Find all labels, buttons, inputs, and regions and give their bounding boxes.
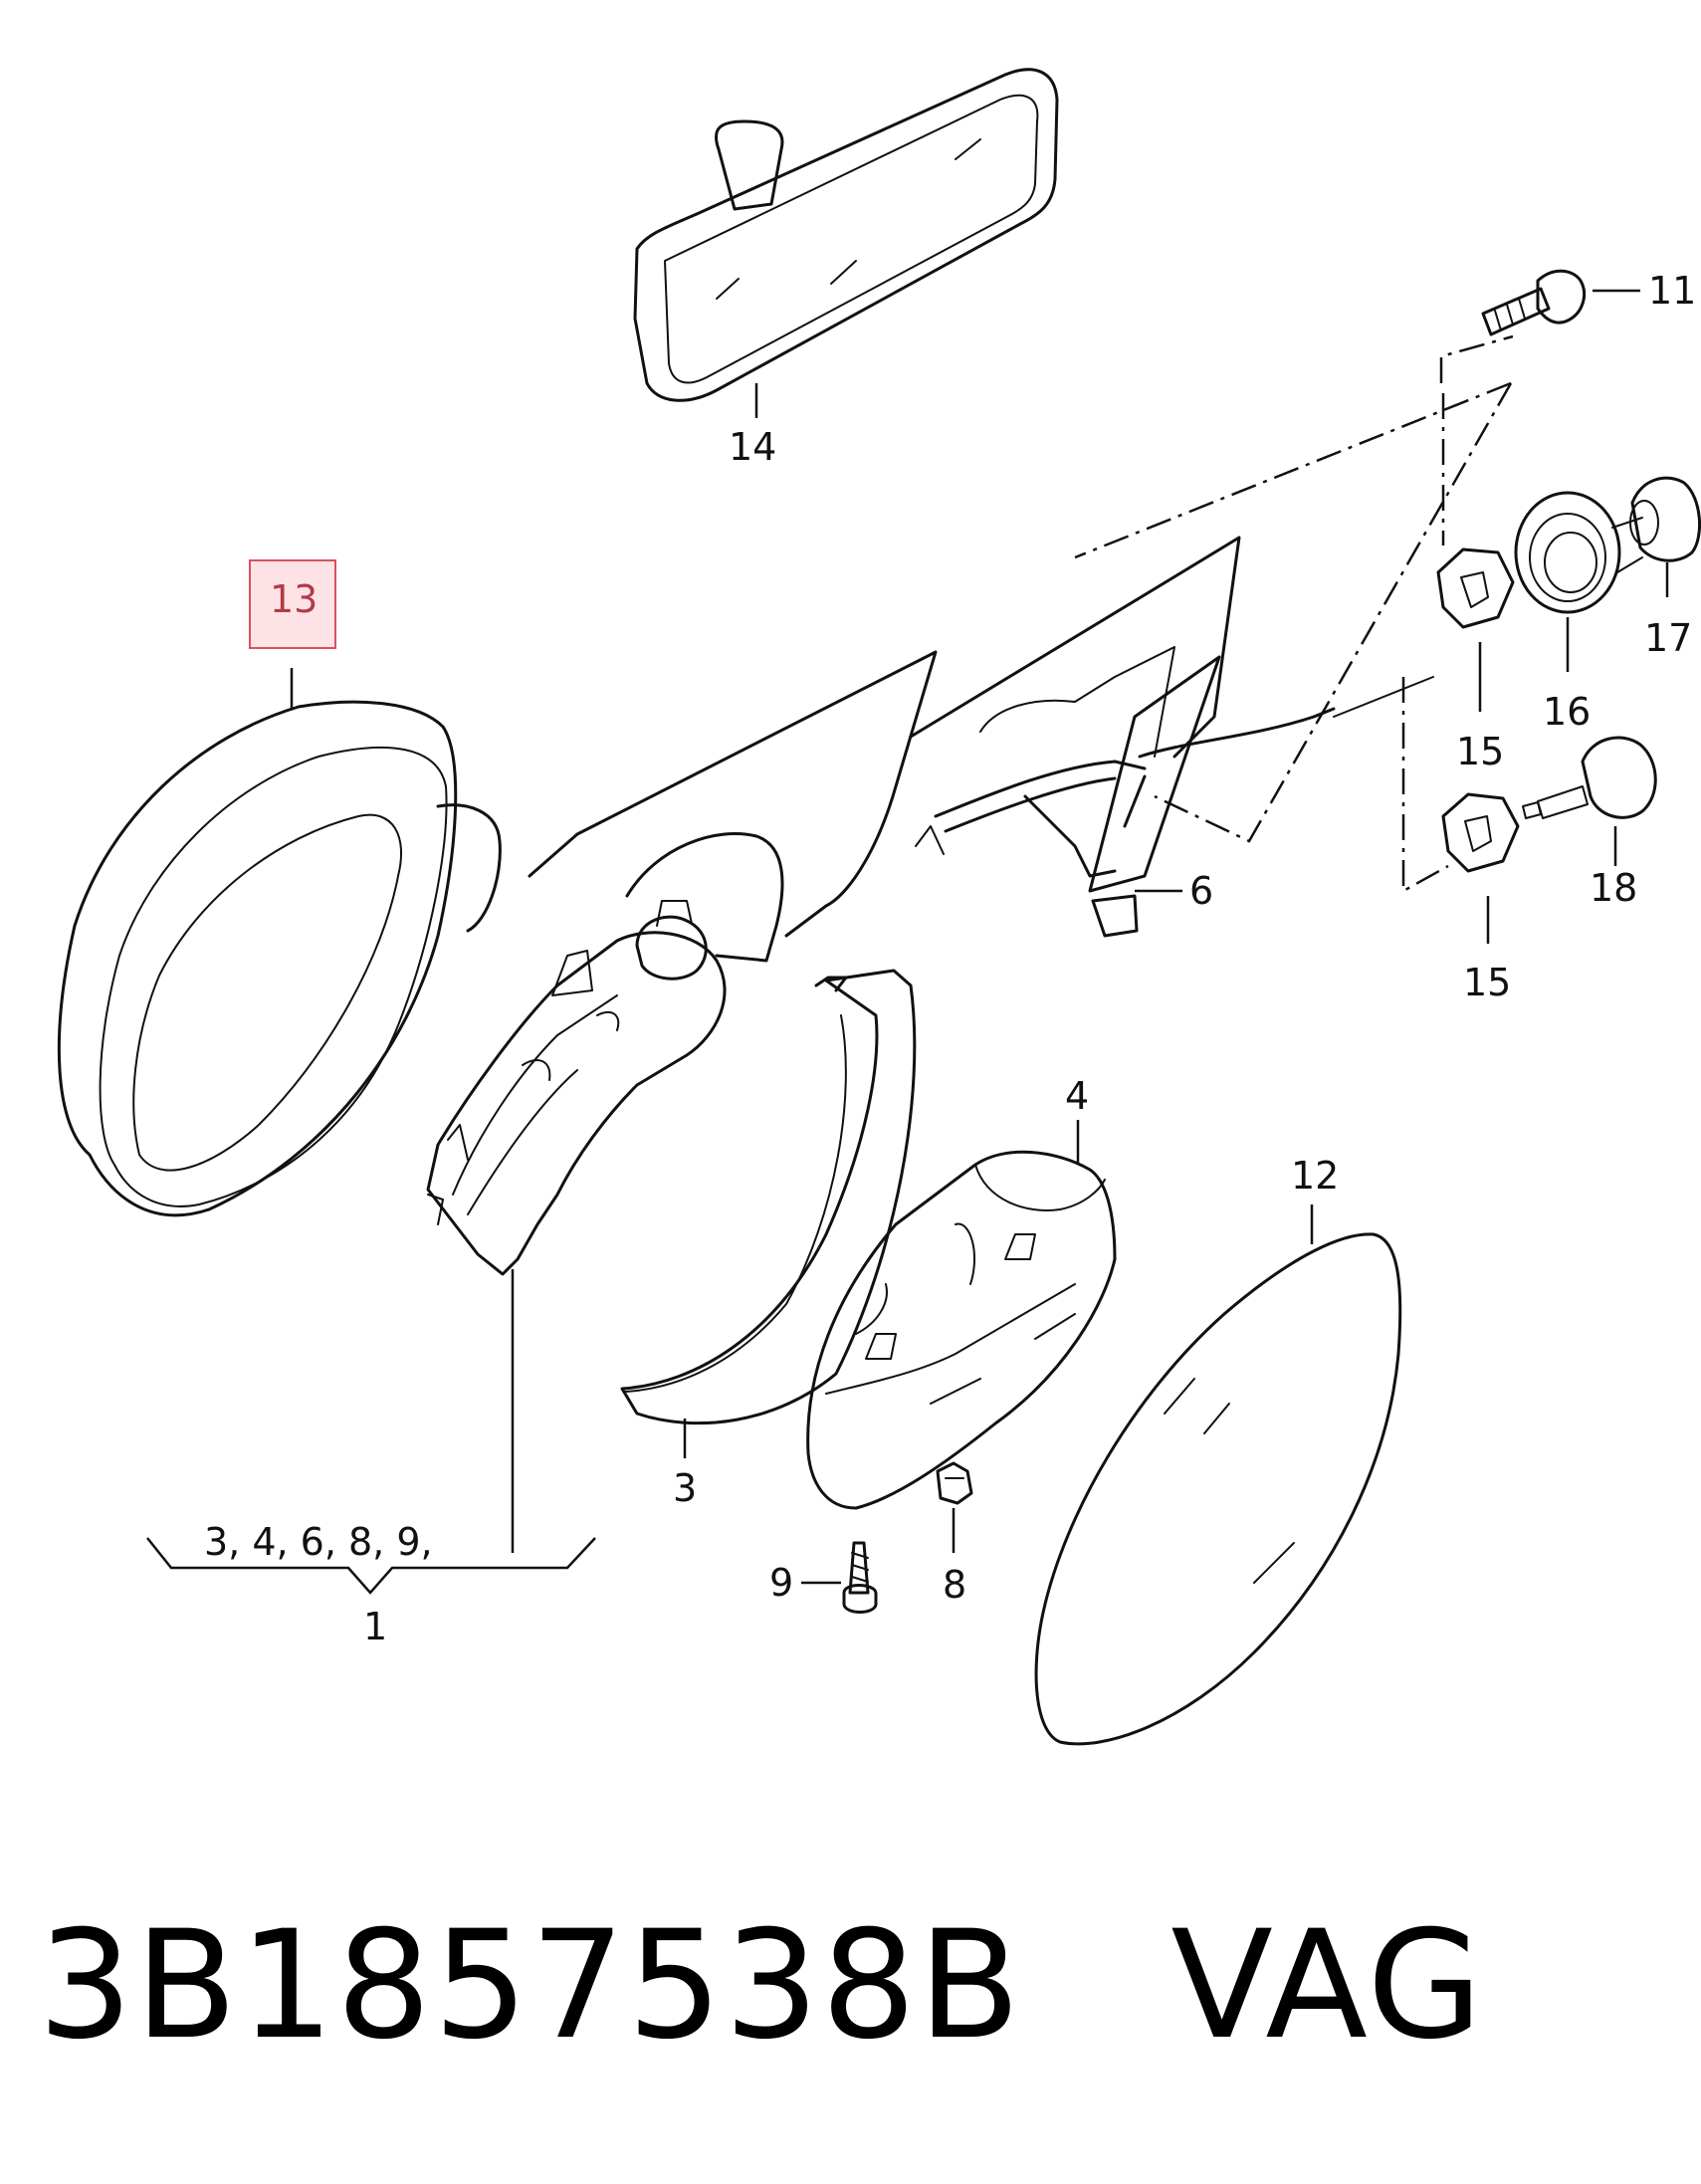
assembly-lines [1074, 334, 1514, 894]
part-14-interior-mirror [633, 68, 1059, 402]
part-9-screw [842, 1541, 878, 1614]
callout-3: 3 [673, 1466, 697, 1510]
part-13-mirror-housing-cap [57, 700, 502, 1217]
callout-12: 12 [1291, 1154, 1339, 1198]
callout-14: 14 [729, 425, 776, 469]
callout-13: 13 [270, 577, 318, 621]
callout-8: 8 [943, 1563, 966, 1607]
callout-6: 6 [1189, 869, 1213, 913]
callout-17: 17 [1644, 616, 1692, 660]
group-label: 3, 4, 6, 8, 9, [204, 1520, 433, 1564]
part-3-seal-strip [620, 969, 917, 1425]
callout-11: 11 [1648, 269, 1696, 313]
mirror-body-shell [528, 536, 1336, 963]
part-11-bolt [1481, 269, 1586, 336]
callout-16: 16 [1543, 690, 1591, 734]
part-15-nut-lower [1441, 792, 1520, 873]
group-brace-1: 3, 4, 6, 8, 9, 1 [146, 1520, 596, 1648]
part-number-footer: 3B1857538B VAG [38, 1911, 1485, 2061]
callout-15a: 15 [1456, 730, 1504, 773]
callout-18: 18 [1590, 866, 1637, 910]
part-16-grommet [1514, 491, 1643, 614]
part-6-clip [1088, 655, 1221, 938]
part-18-pin [1522, 736, 1657, 819]
highlight-box-13 [249, 559, 336, 649]
part-number: 3B1857538B [38, 1899, 1023, 2073]
part-4-lower-cover [806, 1150, 1117, 1510]
part-15-nut-upper [1333, 547, 1515, 718]
callout-1: 1 [363, 1605, 387, 1648]
exploded-parts-diagram: 14 11 13 6 [57, 68, 1701, 1746]
brand-name: VAG [1170, 1899, 1485, 2073]
callout-9: 9 [769, 1561, 793, 1605]
part-8-clip-nut [936, 1461, 973, 1505]
part-12-mirror-glass [1034, 1232, 1402, 1746]
mirror-adjuster-bracket [426, 900, 727, 1276]
part-17-cap [1629, 476, 1701, 562]
callout-15b: 15 [1463, 961, 1511, 1004]
callout-4: 4 [1065, 1074, 1089, 1118]
